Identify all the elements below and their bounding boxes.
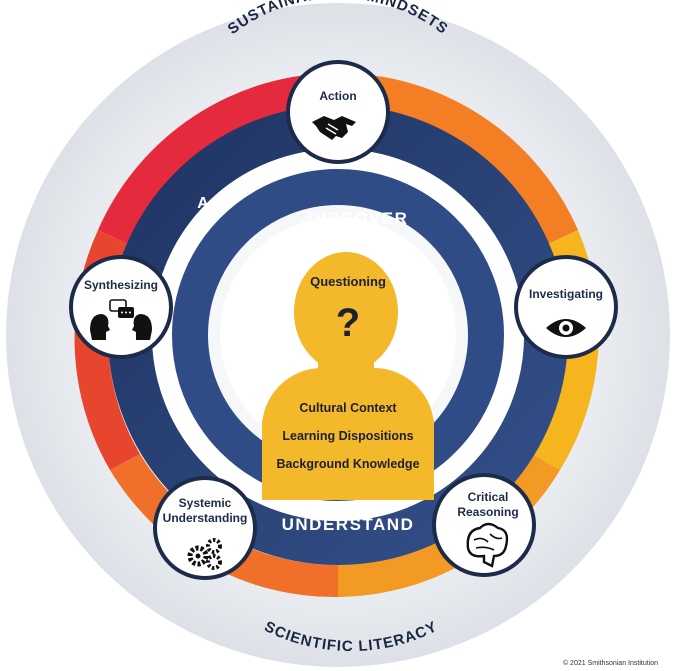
eye-icon (546, 319, 586, 337)
learner-figure (262, 252, 434, 500)
ring-label-discover: DISCOVER (308, 209, 409, 228)
node-systemic-understanding-label-1: Systemic (179, 496, 232, 510)
conversation-icon (90, 299, 152, 340)
node-action: Action (286, 60, 390, 164)
center-line-2: Learning Dispositions (282, 429, 413, 443)
node-investigating: Investigating (514, 255, 618, 359)
center-line-1: Cultural Context (299, 401, 397, 415)
ring-label-act: ACT (197, 195, 234, 212)
center-line-3: Background Knowledge (276, 457, 419, 471)
ring-label-understand: UNDERSTAND (282, 515, 415, 534)
brain-icon (466, 522, 509, 568)
copyright-notice: © 2021 Smithsonian Institution (562, 660, 658, 667)
node-systemic-understanding-label-2: Understanding (163, 511, 248, 525)
node-synthesizing: Synthesizing (69, 255, 173, 359)
node-critical-reasoning: Critical Reasoning (432, 473, 536, 577)
handshake-icon (312, 116, 356, 140)
node-systemic-understanding: Systemic Understanding (153, 476, 257, 580)
node-action-label: Action (319, 89, 356, 103)
question-mark-icon: ? (336, 301, 360, 345)
center-title: Questioning (310, 274, 386, 289)
gears-icon (187, 538, 222, 570)
node-investigating-label: Investigating (529, 287, 603, 301)
node-critical-reasoning-label-1: Critical (468, 490, 509, 504)
node-critical-reasoning-label-2: Reasoning (457, 505, 518, 519)
node-synthesizing-label: Synthesizing (84, 278, 158, 292)
